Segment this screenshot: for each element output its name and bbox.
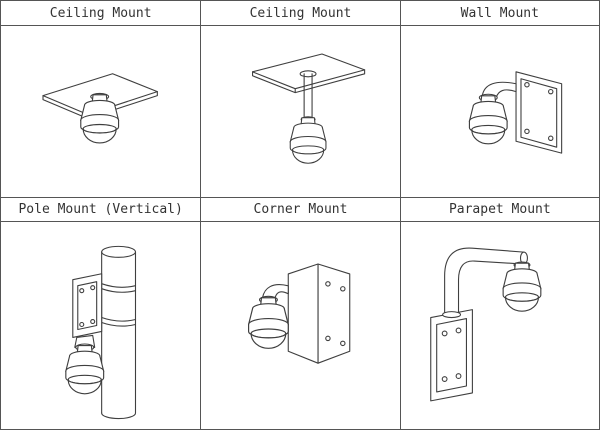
ceiling-mount-direct-drawing — [42, 73, 158, 144]
dome-camera-icon — [502, 262, 542, 312]
ceiling-mount-pendant-drawing — [252, 53, 366, 164]
mount-title-cell-corner: Corner Mount — [200, 197, 400, 221]
mount-title: Wall Mount — [460, 5, 539, 21]
ceiling-mount-pendant-figure — [200, 25, 400, 197]
corner-mount-figure — [200, 221, 400, 429]
mount-title: Pole Mount (Vertical) — [18, 202, 183, 217]
mount-title-cell-parapet: Parapet Mount — [399, 197, 599, 221]
parapet-mount-figure — [399, 221, 599, 429]
parapet-mount-drawing — [429, 247, 542, 402]
ceiling-mount-direct-figure — [1, 25, 201, 197]
mount-title: Ceiling Mount — [249, 5, 352, 21]
dome-camera-icon — [65, 344, 105, 395]
mount-title-cell-ceiling-1: Ceiling Mount — [1, 1, 200, 25]
wall-mount-figure — [399, 25, 599, 197]
pole-mount-drawing — [65, 245, 137, 420]
mount-title-cell-ceiling-2: Ceiling Mount — [200, 1, 399, 25]
wall-mount-drawing — [468, 71, 562, 154]
dome-camera-icon — [248, 297, 290, 349]
pole-mount-vertical-figure — [1, 221, 201, 429]
corner-bracket — [259, 263, 351, 364]
dome-camera-icon — [468, 95, 508, 145]
mount-title: Parapet Mount — [448, 202, 551, 217]
mount-title-cell-wall: Wall Mount — [399, 1, 599, 25]
ceiling-plate-and-pendant — [252, 53, 366, 123]
mount-title: Ceiling Mount — [49, 5, 152, 21]
mount-title-cell-pole: Pole Mount (Vertical) — [1, 197, 201, 221]
dome-camera-icon — [290, 117, 327, 164]
corner-mount-drawing — [248, 263, 351, 364]
mount-title: Corner Mount — [253, 202, 348, 217]
